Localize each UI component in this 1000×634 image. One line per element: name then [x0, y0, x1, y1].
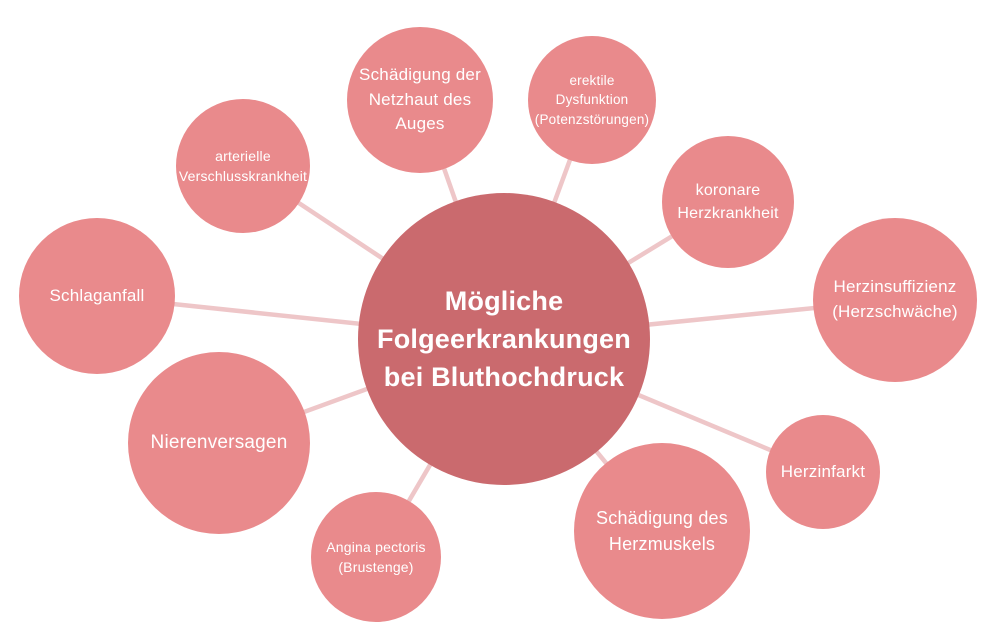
node-herzinfarkt: Herzinfarkt [766, 415, 880, 529]
node-schlaganfall: Schlaganfall [19, 218, 175, 374]
node-label: Schlaganfall [49, 285, 145, 305]
node-label: Herzinsuffizienz (Herzschwäche) [832, 277, 958, 321]
node-label: Schädigung der Netzhaut des Auges [359, 65, 481, 134]
node-schaedigung-netzhaut: Schädigung der Netzhaut des Auges [347, 27, 493, 173]
node-herzinsuffizienz: Herzinsuffizienz (Herzschwäche) [813, 218, 977, 382]
node-label: arterielle Verschlusskrankheit [178, 147, 308, 184]
node-nierenversagen: Nierenversagen [128, 352, 310, 534]
center-node: Mögliche Folgeerkrankungen bei Bluthochd… [358, 193, 650, 485]
node-koronare-herzkrankheit: koronare Herzkrankheit [662, 136, 794, 268]
node-schaedigung-herzmuskel: Schädigung des Herzmuskels [574, 443, 750, 619]
node-angina-pectoris: Angina pectoris (Brustenge) [311, 492, 441, 622]
node-erektile-dysfunktion: erektile Dysfunktion (Potenzstörungen) [528, 36, 656, 164]
node-arterielle-verschlusskrankheit: arterielle Verschlusskrankheit [176, 99, 310, 233]
center-node-label: Mögliche Folgeerkrankungen bei Bluthochd… [377, 285, 631, 393]
node-label: erektile Dysfunktion (Potenzstörungen) [534, 72, 650, 127]
node-label: Angina pectoris (Brustenge) [326, 538, 426, 575]
node-label: Schädigung des Herzmuskels [596, 507, 728, 554]
node-label: Nierenversagen [150, 432, 288, 454]
node-label: Herzinfarkt [780, 461, 866, 481]
node-label: koronare Herzkrankheit [677, 181, 779, 222]
